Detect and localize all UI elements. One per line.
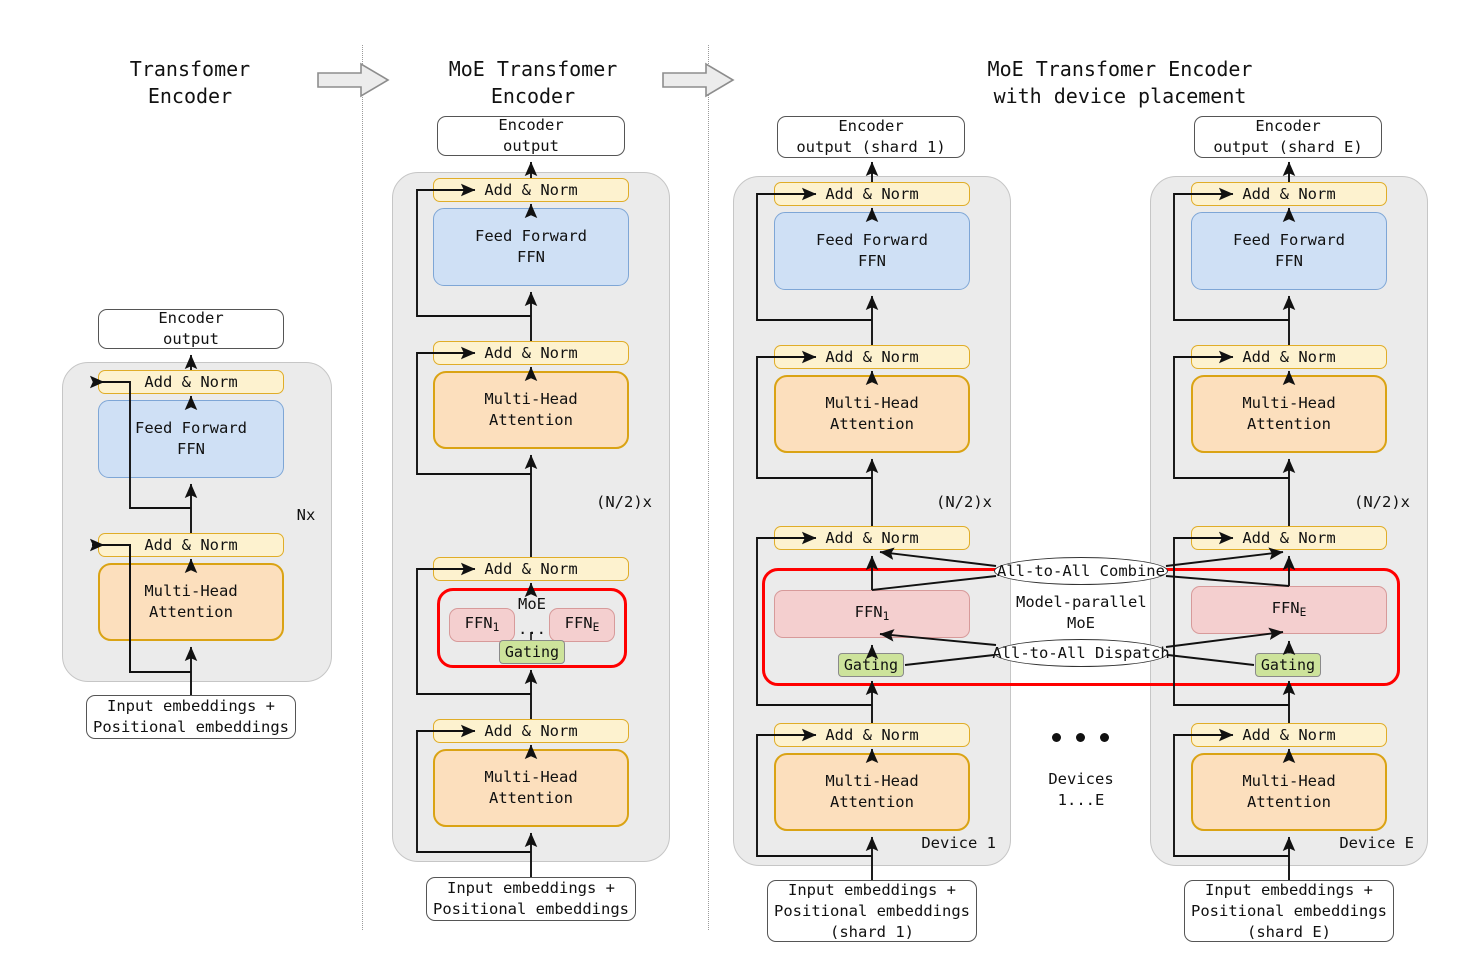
repeat-label-device1: (N/2)x: [936, 493, 992, 511]
input-embeddings-box-device1: Input embeddings + Positional embeddings…: [767, 880, 977, 942]
multi-head-attention-box-device1-top: Multi-Head Attention: [774, 375, 970, 453]
column-title-transformer: Transfomer Encoder: [129, 57, 251, 108]
feed-forward-box-col2: Feed Forward FFN: [433, 208, 629, 286]
encoder-output-box-device1: Encoder output (shard 1): [777, 116, 965, 158]
column-divider-1: [362, 45, 363, 930]
expert-ffn-E-label-col2: FFNE: [564, 613, 600, 634]
flow-arrow-icon-2: [662, 62, 735, 98]
input-embeddings-box-deviceE: Input embeddings + Positional embeddings…: [1184, 880, 1394, 942]
add-norm-box-col2-2: Add & Norm: [433, 341, 629, 365]
column-divider-2: [708, 45, 709, 930]
add-norm-box-deviceE-1: Add & Norm: [1191, 182, 1387, 206]
add-norm-box-device1-3: Add & Norm: [774, 526, 970, 550]
add-norm-box-col1-top: Add & Norm: [98, 370, 284, 394]
device-E-label: Device E: [1339, 834, 1414, 852]
feed-forward-box-col1: Feed Forward FFN: [98, 400, 284, 478]
all-to-all-combine-ellipse: All-to-All Combine: [994, 557, 1168, 585]
devices-dot-1: [1052, 733, 1061, 742]
all-to-all-dispatch-ellipse: All-to-All Dispatch: [992, 639, 1170, 667]
multi-head-attention-box-col2-top: Multi-Head Attention: [433, 371, 629, 449]
add-norm-box-deviceE-4: Add & Norm: [1191, 723, 1387, 747]
repeat-label-col1: Nx: [296, 506, 316, 524]
device-1-label: Device 1: [921, 834, 996, 852]
multi-head-attention-box-col2-bottom: Multi-Head Attention: [433, 749, 629, 827]
expert-ffn-1-box-col2: FFN1: [449, 608, 515, 642]
feed-forward-box-deviceE: Feed Forward FFN: [1191, 212, 1387, 290]
add-norm-box-col2-1: Add & Norm: [433, 178, 629, 202]
devices-dot-2: [1076, 733, 1085, 742]
multi-head-attention-box-deviceE-top: Multi-Head Attention: [1191, 375, 1387, 453]
model-parallel-moe-label: Model-parallel MoE: [1016, 593, 1147, 632]
add-norm-box-col2-3: Add & Norm: [433, 557, 629, 581]
feed-forward-box-device1: Feed Forward FFN: [774, 212, 970, 290]
add-norm-box-deviceE-3: Add & Norm: [1191, 526, 1387, 550]
column-title-device: MoE Transfomer Encoder with device place…: [987, 57, 1253, 108]
add-norm-box-col1-bottom: Add & Norm: [98, 533, 284, 557]
add-norm-box-device1-4: Add & Norm: [774, 723, 970, 747]
add-norm-box-device1-1: Add & Norm: [774, 182, 970, 206]
add-norm-box-device1-2: Add & Norm: [774, 345, 970, 369]
multi-head-attention-box-deviceE-bottom: Multi-Head Attention: [1191, 753, 1387, 831]
input-embeddings-box-col1: Input embeddings + Positional embeddings: [86, 695, 296, 739]
multi-head-attention-box-col1: Multi-Head Attention: [98, 563, 284, 641]
add-norm-box-col2-4: Add & Norm: [433, 719, 629, 743]
encoder-output-box-col1: Encoder output: [98, 309, 284, 349]
repeat-label-col2: (N/2)x: [596, 493, 652, 511]
add-norm-box-deviceE-2: Add & Norm: [1191, 345, 1387, 369]
expert-ffn-E-box-col2: FFNE: [549, 608, 615, 642]
devices-dot-3: [1100, 733, 1109, 742]
experts-ellipsis-col2: ...: [518, 620, 546, 638]
gating-box-col2: Gating: [499, 640, 565, 664]
encoder-output-box-deviceE: Encoder output (shard E): [1194, 116, 1382, 158]
input-embeddings-box-col2: Input embeddings + Positional embeddings: [426, 877, 636, 921]
column-title-moe: MoE Transfomer Encoder: [448, 57, 618, 108]
devices-range-label: Devices 1...E: [1048, 770, 1114, 809]
multi-head-attention-box-device1-bottom: Multi-Head Attention: [774, 753, 970, 831]
expert-ffn-1-label-col2: FFN1: [464, 613, 500, 634]
encoder-output-box-col2: Encoder output: [437, 116, 625, 156]
repeat-label-deviceE: (N/2)x: [1354, 493, 1410, 511]
flow-arrow-icon-1: [317, 62, 390, 98]
